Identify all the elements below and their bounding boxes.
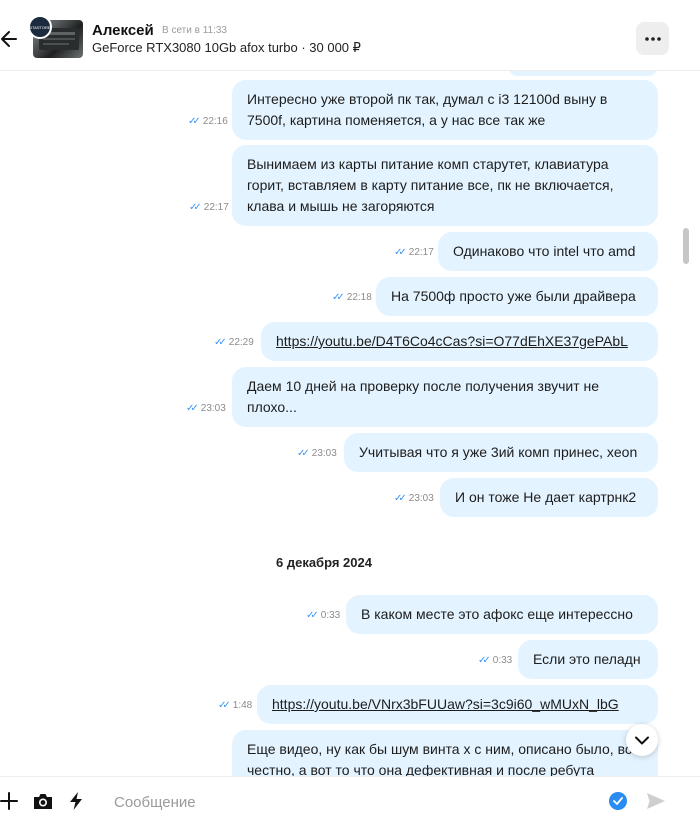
message-bubble: Еще видео, ну как бы шум винта х с ним, … <box>232 730 658 776</box>
message-meta: ✓✓22:16 <box>188 116 228 127</box>
video-link[interactable]: https://youtu.be/D4T6Co4cCas?si=O77dEhXE… <box>276 333 628 349</box>
read-checks-icon: ✓✓ <box>306 610 319 621</box>
message-bubble: Даем 10 дней на проверку после получения… <box>232 367 658 427</box>
camera-icon <box>34 794 52 809</box>
message-bubble-link: https://youtu.be/D4T6Co4cCas?si=O77dEhXE… <box>261 322 658 361</box>
message-bubble: Учитывая что я уже 3ий комп принес, xeon <box>344 433 658 472</box>
scrollbar-thumb[interactable] <box>683 228 689 264</box>
message-bubble: Интересно уже второй пк так, думал с i3 … <box>232 80 658 140</box>
read-checks-icon: ✓✓ <box>186 403 199 414</box>
message-bubble: И он тоже Не дает картрнк2 <box>440 478 658 517</box>
lightning-icon <box>70 792 82 810</box>
chevron-down-icon <box>635 736 649 744</box>
store-badge: STASTORE <box>28 15 52 39</box>
read-checks-icon: ✓✓ <box>214 337 227 348</box>
message-bubble-link: https://youtu.be/VNrx3bFUUaw?si=3c9i60_w… <box>257 685 658 724</box>
listing-title[interactable]: GeForce RTX3080 10Gb afox turbo · 30 000… <box>92 40 361 55</box>
message-meta: ✓✓0:33 <box>478 655 513 666</box>
read-checks-icon: ✓✓ <box>394 247 407 258</box>
send-icon <box>647 793 665 809</box>
arrow-left-icon <box>1 31 17 47</box>
message-bubble-partial <box>508 70 658 76</box>
scroll-to-bottom-button[interactable] <box>626 724 658 756</box>
read-checks-icon: ✓✓ <box>218 700 231 711</box>
quick-reply-button[interactable] <box>68 791 84 816</box>
message-meta: ✓✓22:29 <box>214 337 254 348</box>
back-button[interactable] <box>0 27 18 51</box>
message-bubble: На 7500ф просто уже были драйвера <box>376 277 658 316</box>
message-meta: ✓✓1:48 <box>218 700 253 711</box>
online-status: В сети в 11:33 <box>162 25 227 36</box>
read-checks-icon: ✓✓ <box>297 448 310 459</box>
send-button[interactable] <box>646 791 666 816</box>
message-meta: ✓✓23:03 <box>394 493 434 504</box>
message-bubble: Если это пеладн <box>518 640 658 679</box>
message-meta: ✓✓23:03 <box>297 448 337 459</box>
message-bubble: Одинаково что intel что amd <box>438 232 658 271</box>
camera-button[interactable] <box>32 791 54 816</box>
read-checks-icon: ✓✓ <box>478 655 491 666</box>
contact-name: Алексей <box>92 22 154 39</box>
read-checks-icon: ✓✓ <box>189 202 202 213</box>
chat-header: STASTORE Алексей В сети в 11:33 GeForce … <box>0 0 700 71</box>
message-meta: ✓✓23:03 <box>186 403 226 414</box>
verified-check-icon <box>609 792 627 810</box>
read-checks-icon: ✓✓ <box>188 116 201 127</box>
add-attachment-button[interactable] <box>0 791 18 816</box>
message-meta: ✓✓22:17 <box>394 247 434 258</box>
read-checks-icon: ✓✓ <box>332 292 345 303</box>
date-separator: 6 декабря 2024 <box>276 555 372 570</box>
message-meta: ✓✓22:18 <box>332 292 372 303</box>
read-checks-icon: ✓✓ <box>394 493 407 504</box>
plus-icon <box>0 792 18 810</box>
video-link[interactable]: https://youtu.be/VNrx3bFUUaw?si=3c9i60_w… <box>272 696 619 712</box>
message-bubble: В каком месте это афокс еще интерессно <box>346 595 658 634</box>
message-bubble: Вынимаем из карты питание комп старутет,… <box>232 145 658 226</box>
more-button[interactable] <box>636 22 669 55</box>
message-list[interactable]: Интересно уже второй пк так, думал с i3 … <box>0 70 682 776</box>
listing-thumbnail[interactable] <box>33 20 83 58</box>
message-meta: ✓✓22:17 <box>189 202 229 213</box>
message-meta: ✓✓0:33 <box>306 610 341 621</box>
composer-bar <box>0 776 700 826</box>
more-horizontal-icon <box>644 36 661 41</box>
message-input[interactable] <box>112 789 606 815</box>
